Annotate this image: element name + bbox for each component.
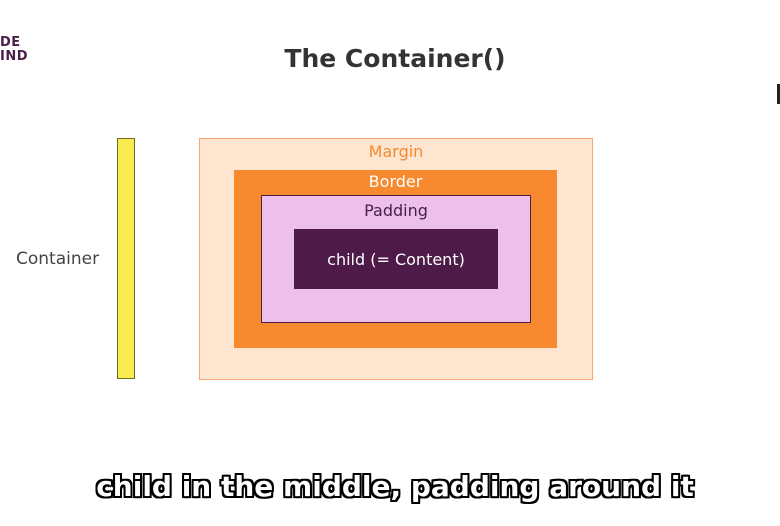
video-subtitle: child in the middle, padding around it	[96, 470, 694, 503]
container-bar	[117, 138, 135, 379]
content-label: child (= Content)	[327, 249, 465, 269]
brand-logo-line-1: DE	[0, 35, 21, 50]
padding-label: Padding	[364, 201, 428, 220]
container-label: Container	[16, 249, 100, 269]
slide-title: The Container()	[284, 44, 506, 73]
brand-logo: DE IND	[0, 36, 28, 64]
edge-marker	[777, 84, 780, 104]
content-box: child (= Content)	[294, 229, 498, 289]
margin-label: Margin	[368, 142, 424, 161]
brand-logo-line-2: IND	[0, 49, 29, 64]
border-label: Border	[368, 172, 423, 191]
